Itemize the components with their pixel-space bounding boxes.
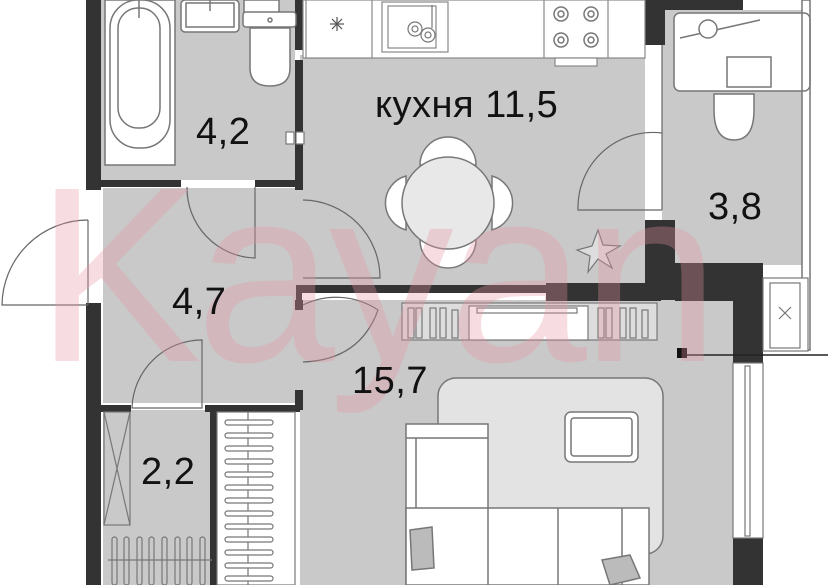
window <box>732 362 764 539</box>
loggia-door <box>577 131 663 211</box>
walls <box>86 0 763 585</box>
shelving-unit <box>401 302 658 341</box>
loggia-fixtures <box>673 0 811 351</box>
wall <box>733 538 763 585</box>
wall <box>101 405 131 412</box>
kitchen-door <box>302 199 381 279</box>
wall <box>86 303 101 585</box>
doors <box>1 45 663 409</box>
kitchen-counter <box>302 0 646 67</box>
coffee-table <box>564 411 639 463</box>
stove-icon <box>553 6 599 48</box>
wall <box>295 390 303 410</box>
plant-icon <box>575 228 623 275</box>
wall <box>296 285 546 293</box>
hangers <box>108 536 212 585</box>
vent <box>285 131 305 145</box>
wall <box>546 283 661 301</box>
toilet <box>242 0 297 87</box>
wall <box>210 412 217 585</box>
wall <box>645 0 665 45</box>
room-area-loggia: 3,8 <box>708 186 763 228</box>
fridge-icon <box>330 17 344 31</box>
wall <box>255 180 300 187</box>
wall <box>101 180 181 187</box>
wardrobe <box>216 411 296 585</box>
closet-fixtures <box>103 411 131 526</box>
room-area-hallway: 4,7 <box>172 281 227 323</box>
room-area-living: 15,7 <box>352 360 428 402</box>
wall <box>733 263 763 363</box>
wall <box>86 0 101 190</box>
marker-square <box>677 348 687 358</box>
wall <box>675 263 743 301</box>
room-area-closet: 2,2 <box>141 451 196 493</box>
wall <box>295 60 303 190</box>
sofa <box>405 423 650 585</box>
closet-door <box>131 339 203 409</box>
bathtub <box>104 0 176 166</box>
dining-table <box>384 136 514 269</box>
sink-basin-icon <box>407 5 436 43</box>
entrance-door <box>1 219 89 306</box>
sink <box>180 0 240 33</box>
wall <box>296 293 302 305</box>
wall <box>645 220 675 300</box>
wall <box>295 0 303 50</box>
radiator-balcony <box>762 277 809 352</box>
bathroom-door <box>186 186 256 259</box>
wall <box>295 300 303 310</box>
room-area-kitchen: кухня 11,5 <box>375 84 559 126</box>
living-door <box>302 296 379 363</box>
wall <box>205 405 300 412</box>
wall <box>665 0 743 10</box>
room-area-bathroom: 4,2 <box>196 111 251 153</box>
